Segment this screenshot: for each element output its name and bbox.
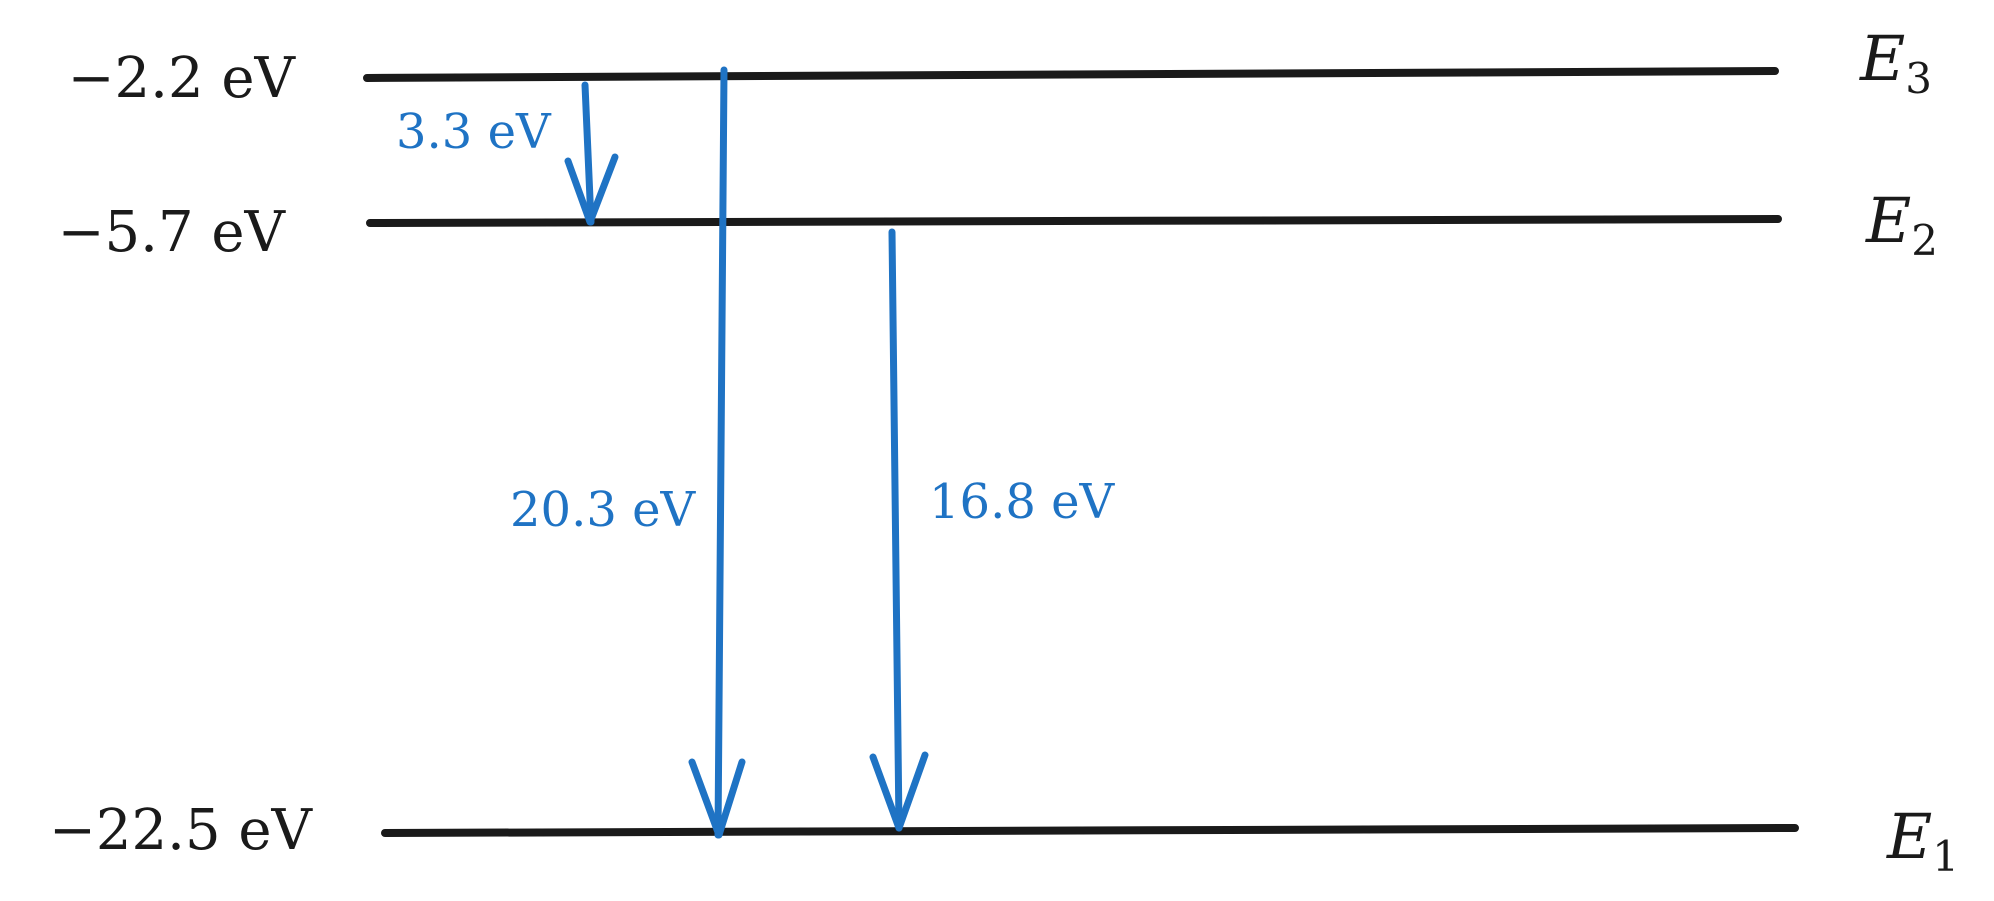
level-name-e3-letter: E (1859, 22, 1905, 95)
transition-arrow-e3-e2-head (564, 153, 619, 226)
transition-arrow-e3-e1-shaft (714, 66, 728, 839)
transition-arrow-e2-e1-head (869, 751, 929, 832)
transition-label-e3-e1: 20.3 eV (510, 482, 697, 538)
energy-label-e2: −5.7 eV (58, 200, 287, 265)
level-name-e3: E3 (1859, 22, 1932, 103)
energy-label-e1: −22.5 eV (49, 798, 314, 863)
energy-label-e3: −2.2 eV (68, 46, 297, 111)
transition-label-e3-e2: 3.3 eV (396, 104, 552, 160)
transition-label-e2-e1: 16.8 eV (929, 474, 1116, 530)
level-name-e2: E2 (1865, 184, 1938, 265)
transition-arrow-e3-e1-head (688, 758, 746, 839)
level-line-e2 (366, 215, 1782, 227)
transition-arrow-e3-e2 (564, 81, 619, 226)
level-name-e1: E1 (1886, 800, 1959, 881)
transition-arrow-e2-e1 (869, 228, 929, 832)
level-line-e1 (381, 824, 1799, 837)
transition-arrow-e3-e1 (688, 66, 746, 839)
transition-arrow-e2-e1-shaft (888, 228, 903, 832)
level-line-e3 (363, 67, 1779, 82)
level-name-e1-letter: E (1886, 800, 1932, 873)
level-name-e2-subscript: 2 (1911, 216, 1938, 265)
transition-arrow-e3-e2-shaft (581, 81, 595, 226)
level-name-e1-subscript: 1 (1932, 832, 1959, 881)
level-name-e2-letter: E (1865, 184, 1911, 257)
level-name-e3-subscript: 3 (1905, 54, 1932, 103)
